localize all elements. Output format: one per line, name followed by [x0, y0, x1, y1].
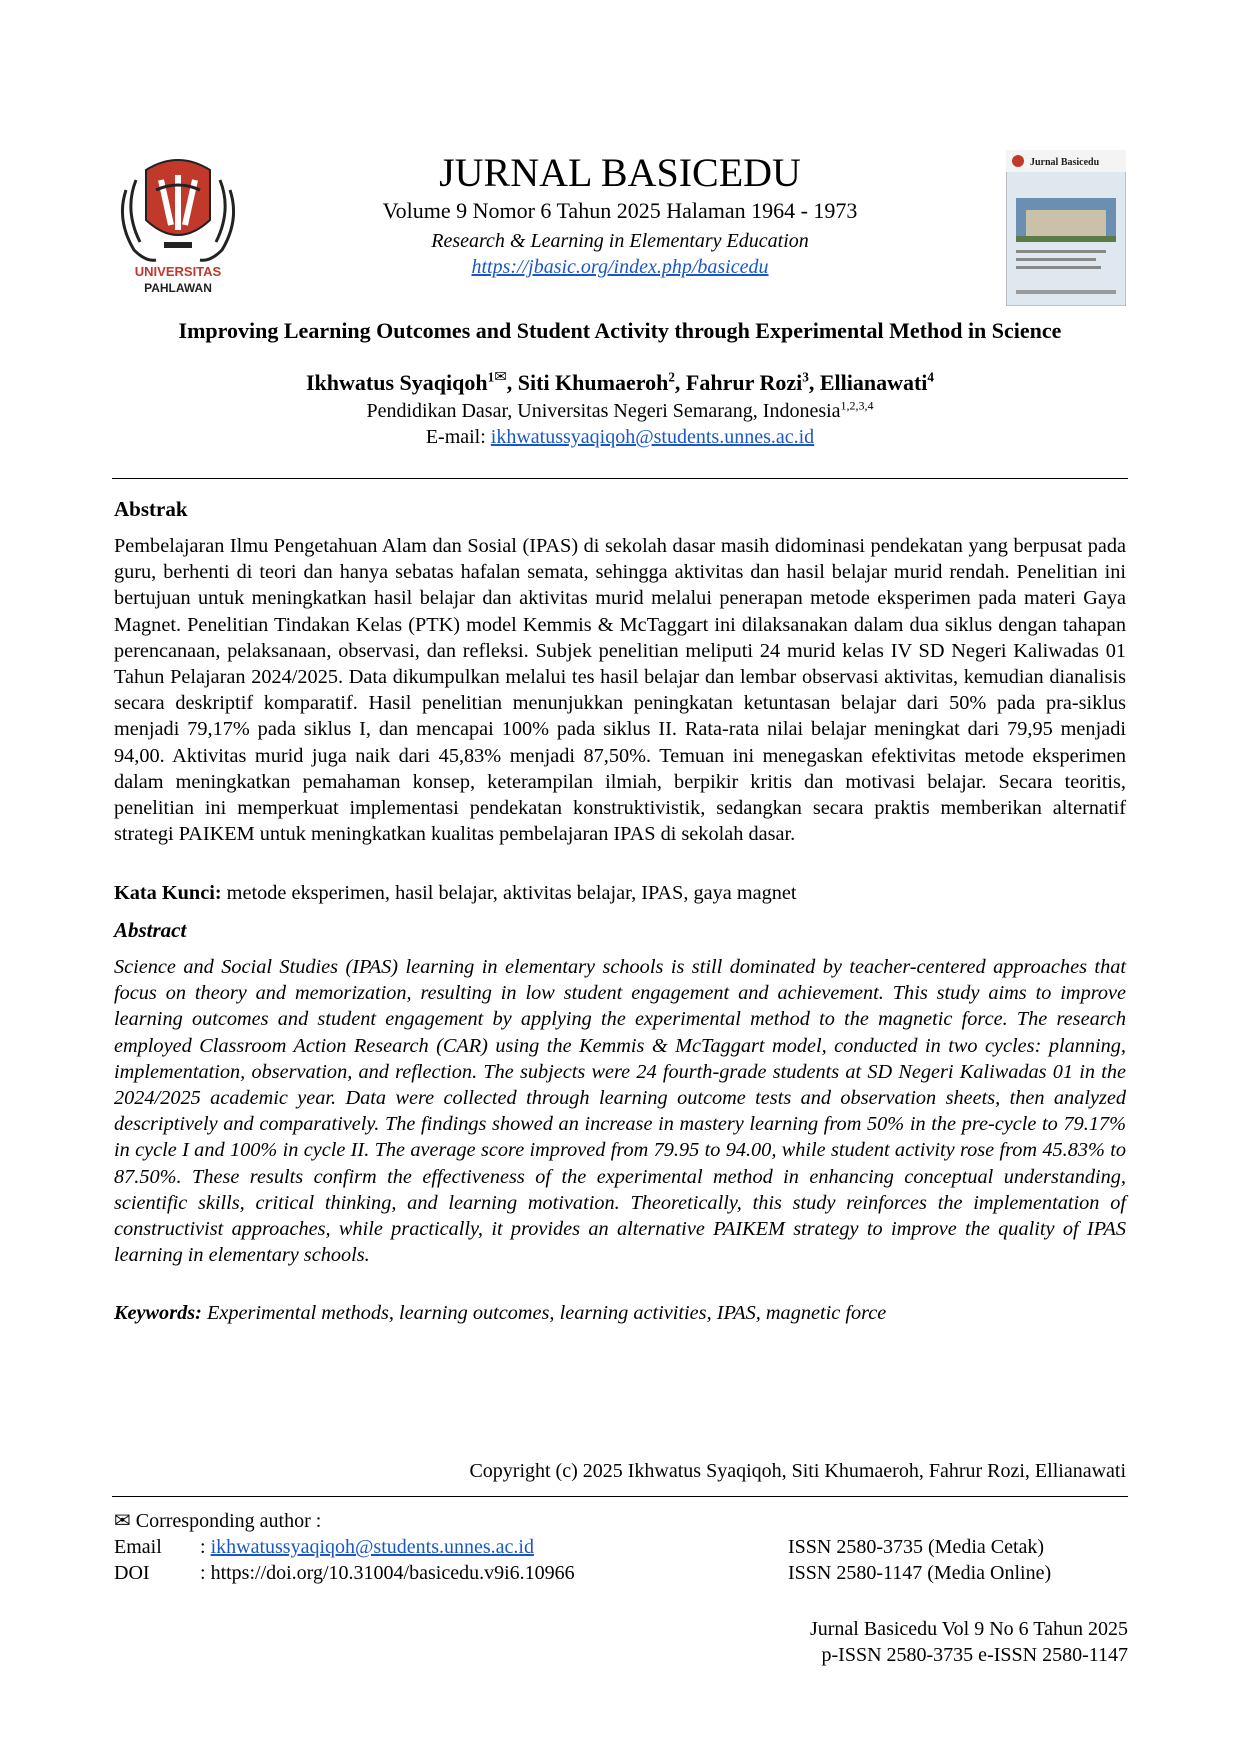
journal-url-wrapper: https://jbasic.org/index.php/basicedu [300, 254, 940, 280]
abstrak-body: Pembelajaran Ilmu Pengetahuan Alam dan S… [114, 535, 1126, 846]
volume-line: Volume 9 Nomor 6 Tahun 2025 Halaman 1964… [382, 198, 858, 223]
author-superscript: 1 [487, 369, 495, 385]
author-superscript: 3 [802, 369, 809, 385]
email-row-separator: : [200, 1536, 211, 1558]
email-label: E-mail: [425, 426, 491, 448]
footer-divider [112, 1496, 1128, 1497]
university-logo: UNIVERSITAS PAHLAWAN [120, 159, 236, 295]
top-divider [112, 478, 1128, 479]
abstrak-heading: Abstrak [114, 497, 188, 521]
author-list: Ikhwatus Syaqiqoh1✉, Siti Khumaeroh2, Fa… [305, 369, 934, 395]
corresponding-email-row: Email: ikhwatussyaqiqoh@students.unnes.a… [114, 1534, 534, 1560]
article-title: Improving Learning Outcomes and Student … [178, 318, 1062, 343]
logo-text-2: PAHLAWAN [144, 281, 212, 295]
footer-journal-line: Jurnal Basicedu Vol 9 No 6 Tahun 2025 [809, 1618, 1128, 1640]
journal-cover-thumbnail: Jurnal Basicedu [1006, 150, 1126, 306]
cover-title: Jurnal Basicedu [1030, 157, 1100, 168]
keywords: Keywords: Experimental methods, learning… [114, 1300, 1126, 1326]
footer-issn-line: p-ISSN 2580-3735 e-ISSN 2580-1147 [821, 1644, 1128, 1666]
copyright-notice: Copyright (c) 2025 Ikhwatus Syaqiqoh, Si… [469, 1460, 1126, 1482]
author-name: Siti Khumaeroh [517, 370, 669, 395]
corresponding-author: ✉ Corresponding author : [114, 1508, 321, 1534]
author-email-link[interactable]: ikhwatussyaqiqoh@students.unnes.ac.id [490, 426, 815, 448]
author-name: Ellianawati [819, 370, 928, 395]
affiliation-superscript: 1,2,3,4 [840, 398, 874, 413]
journal-tagline: Research & Learning in Elementary Educat… [431, 230, 809, 252]
doi-value[interactable]: https://doi.org/10.31004/basicedu.v9i6.1… [210, 1562, 575, 1584]
mail-icon: ✉ [494, 369, 507, 386]
keywords-label: Keywords: [114, 1302, 202, 1324]
abstract-body: Science and Social Studies (IPAS) learni… [114, 956, 1126, 1267]
doi-row-separator: : [200, 1562, 211, 1584]
abstract-heading: Abstract [114, 918, 187, 942]
journal-title: JURNAL BASICEDU [439, 150, 801, 195]
kata-kunci-label: Kata Kunci: [114, 882, 222, 904]
issn-print: ISSN 2580-3735 (Media Cetak) [788, 1536, 1045, 1558]
doi-row-label: DOI [114, 1562, 150, 1584]
contact-email: E-mail: ikhwatussyaqiqoh@students.unnes.… [100, 424, 1140, 450]
mail-icon: ✉ [114, 1510, 131, 1532]
corresponding-email-link[interactable]: ikhwatussyaqiqoh@students.unnes.ac.id [210, 1536, 534, 1558]
author-name: Fahrur Rozi [685, 370, 803, 395]
logo-text-1: UNIVERSITAS [135, 264, 222, 279]
corresponding-label: Corresponding author : [130, 1510, 322, 1532]
author-superscript: 4 [927, 369, 934, 385]
kata-kunci: Kata Kunci: metode eksperimen, hasil bel… [114, 880, 1126, 906]
journal-url-link[interactable]: https://jbasic.org/index.php/basicedu [471, 256, 769, 278]
affiliation: Pendidikan Dasar, Universitas Negeri Sem… [100, 398, 1140, 424]
affiliation-text: Pendidikan Dasar, Universitas Negeri Sem… [366, 400, 841, 422]
kata-kunci-values: metode eksperimen, hasil belajar, aktivi… [221, 882, 797, 904]
doi-row: DOI: https://doi.org/10.31004/basicedu.v… [114, 1560, 575, 1586]
email-row-label: Email [114, 1536, 162, 1558]
author-name: Ikhwatus Syaqiqoh [305, 370, 488, 395]
author-superscript: 2 [668, 369, 675, 385]
keywords-values: Experimental methods, learning outcomes,… [201, 1302, 887, 1324]
issn-online: ISSN 2580-1147 (Media Online) [788, 1562, 1052, 1584]
